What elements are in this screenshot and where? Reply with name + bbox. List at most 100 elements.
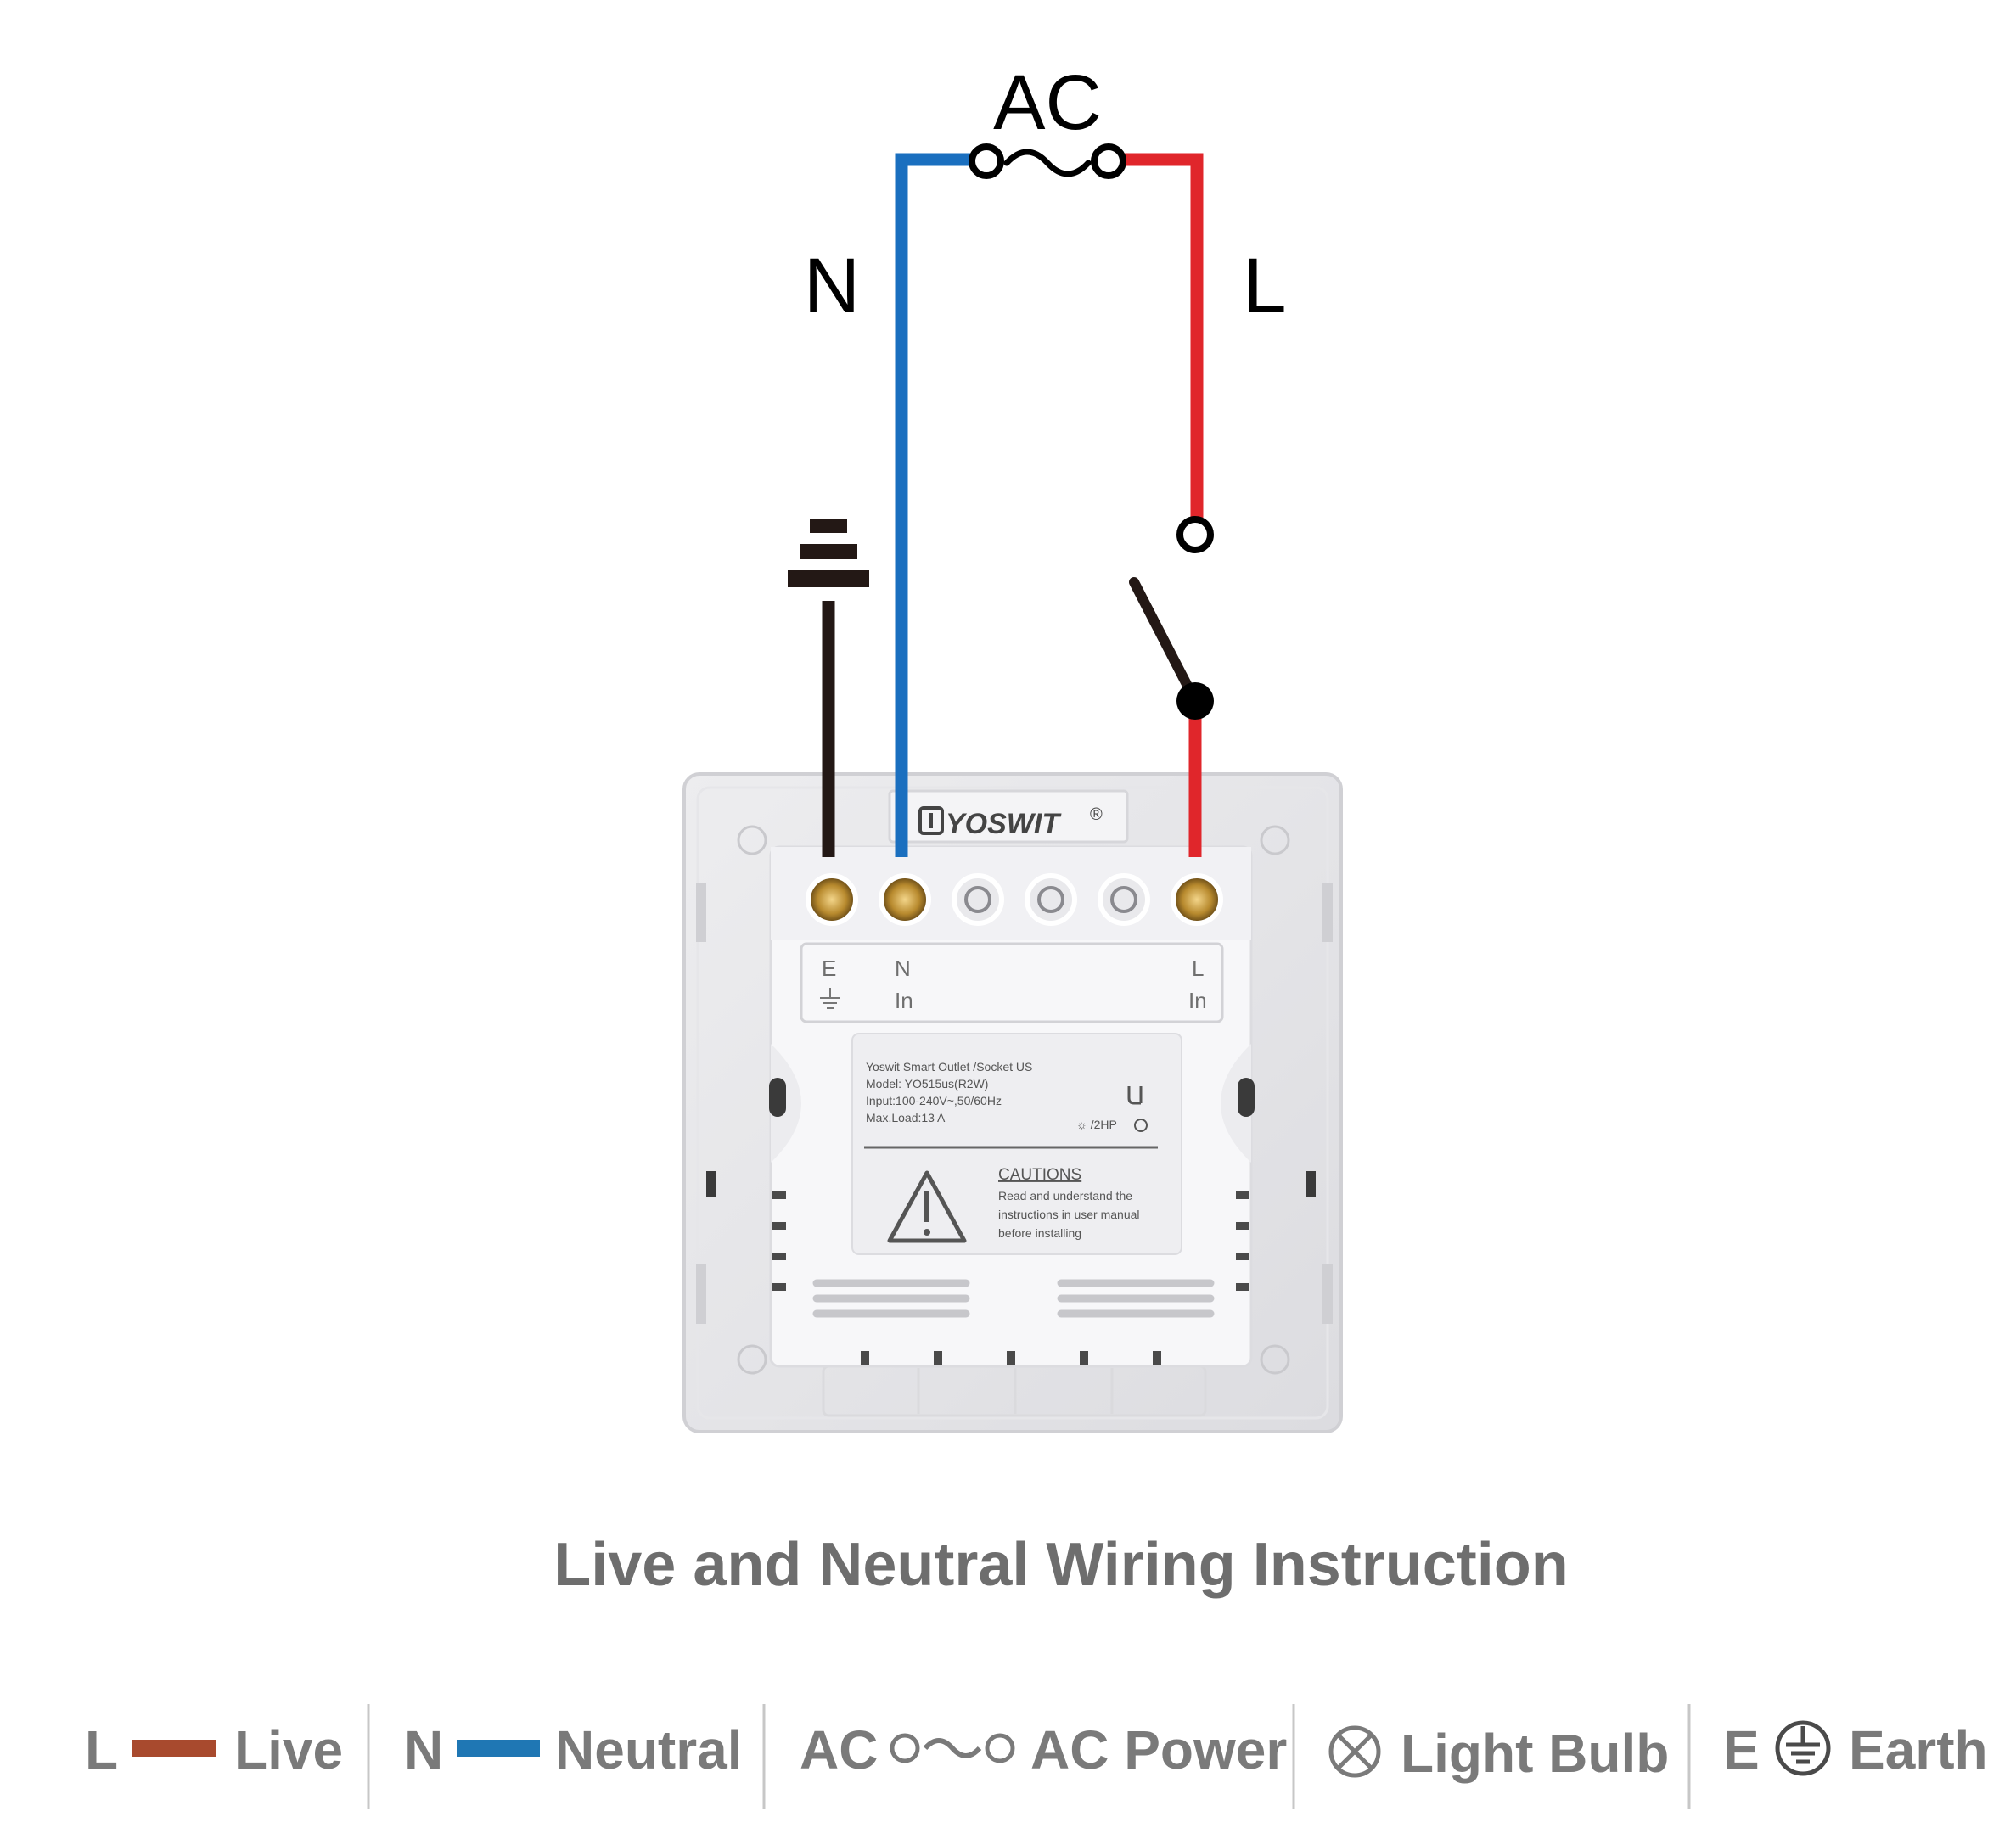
brand-logo: YOSWIT ®: [918, 805, 1103, 840]
legend-neutral-text: Neutral: [555, 1719, 743, 1780]
terminal-label-n: N: [895, 956, 911, 981]
terminal-screw: [1025, 873, 1077, 926]
mounting-lobe-shape: [1221, 1044, 1251, 1163]
product-info-rating: ☼ /2HP: [1076, 1118, 1117, 1131]
terminal-label-l-in: In: [1188, 988, 1207, 1013]
mounting-slot: [769, 1078, 786, 1117]
side-clip: [696, 1264, 706, 1324]
legend-item-neutral: N Neutral: [404, 1719, 743, 1780]
side-vent-slot: [772, 1191, 786, 1199]
product-info-line: Input:100-240V~,50/60Hz: [866, 1094, 1002, 1107]
legend-earth-letter: E: [1723, 1719, 1760, 1780]
side-vent-slot: [1236, 1191, 1249, 1199]
ac-label: AC: [993, 59, 1102, 146]
legend-earth-text: Earth: [1849, 1719, 1988, 1780]
legend-ac-letter: AC: [800, 1719, 878, 1780]
terminal-label-l: L: [1192, 956, 1204, 981]
side-slot: [1306, 1171, 1316, 1197]
ground-symbol-bar: [800, 544, 857, 559]
terminal-label-e: E: [822, 956, 836, 981]
switch-icon: [1129, 516, 1214, 720]
bottom-notch: [1007, 1351, 1015, 1365]
bottom-notch: [1153, 1351, 1161, 1365]
plate-screw-hole: [1260, 825, 1290, 855]
terminal-screw-neutral: [879, 873, 931, 926]
switch-contact-open: [1176, 516, 1214, 553]
side-vent-slot: [772, 1222, 786, 1230]
terminal-screw: [1037, 886, 1064, 913]
cert-mark-icon: [1127, 1086, 1143, 1105]
legend-bulb-text: Light Bulb: [1401, 1723, 1669, 1784]
caution-title: CAUTIONS: [998, 1166, 1081, 1184]
legend-neutral-swatch: [457, 1740, 540, 1757]
side-vent-slot: [772, 1283, 786, 1291]
legend-ac-icon: [890, 1733, 1015, 1763]
wiring: AC N L: [788, 59, 1287, 857]
live-label: L: [1243, 243, 1286, 329]
terminal-screw-live: [1171, 873, 1223, 926]
legend-ac-terminal: [890, 1733, 920, 1763]
vent-grille-right: [1057, 1279, 1215, 1318]
plate-screw-hole: [737, 825, 767, 855]
caution-line: Read and understand the: [998, 1189, 1132, 1203]
ground-symbol-bar: [810, 519, 847, 533]
legend-ac-text: AC Power: [1030, 1719, 1287, 1780]
side-vent-slot: [1236, 1222, 1249, 1230]
face-plate-inner: [696, 786, 1329, 1420]
plate-screw-hole: [737, 1344, 767, 1375]
side-clip: [1322, 883, 1333, 942]
mounting-slot: [1238, 1078, 1255, 1117]
terminal-earth-icon: [820, 988, 840, 1009]
legend-item-live: L Live: [85, 1719, 343, 1780]
legend-neutral-letter: N: [404, 1719, 443, 1780]
terminal-screw: [964, 886, 991, 913]
mounting-lobe-left: [769, 1044, 801, 1163]
ac-terminal: [969, 143, 1004, 179]
legend-ac-wave: [923, 1738, 982, 1758]
page-title: Live and Neutral Wiring Instruction: [553, 1531, 1568, 1599]
brand-logo-mark: [918, 806, 944, 835]
caution-dot: [924, 1229, 930, 1236]
bottom-notch: [861, 1351, 869, 1365]
light-bulb-cross: [1336, 1733, 1373, 1770]
ac-source-icon: [969, 143, 1126, 179]
side-vent-slot: [772, 1253, 786, 1260]
product-info-line: Model: YO515us(R2W): [866, 1077, 988, 1091]
vent-grille-left: [812, 1279, 970, 1318]
legend-ac-terminal: [985, 1733, 1015, 1763]
legend-item-ac: AC AC Power: [800, 1719, 1287, 1780]
side-clip: [1322, 1264, 1333, 1324]
terminal-screw-earth: [806, 873, 858, 926]
brand-registered-mark: ®: [1090, 805, 1103, 824]
terminal-screw: [952, 873, 1004, 926]
product-info-label: [851, 1033, 1182, 1255]
ac-terminal: [1091, 143, 1126, 179]
mounting-lobe-right: [1221, 1044, 1255, 1163]
approval-mark-icon: [1134, 1119, 1148, 1132]
light-bulb-icon: [1328, 1725, 1381, 1778]
side-vents: [772, 1191, 1249, 1291]
side-slot: [706, 1171, 716, 1197]
plate-screw-hole: [1260, 1344, 1290, 1375]
caution-triangle-icon: [887, 1170, 967, 1243]
product-info-line: Max.Load:13 A: [866, 1111, 946, 1124]
side-clip: [696, 883, 706, 942]
legend: L Live N Neutral AC AC Power: [85, 1704, 1988, 1809]
legend-item-bulb: Light Bulb: [1328, 1723, 1669, 1784]
legend-live-text: Live: [234, 1719, 343, 1780]
caution-line: before installing: [998, 1226, 1081, 1240]
side-vent-slot: [1236, 1283, 1249, 1291]
ground-symbol-bar: [788, 570, 869, 587]
terminal-label-n-in: In: [895, 988, 913, 1013]
switch-lever: [1129, 577, 1197, 699]
side-vent-slot: [1236, 1253, 1249, 1260]
socket-device: YOSWIT ® E N In L In: [682, 772, 1343, 1433]
bottom-notch: [1080, 1351, 1088, 1365]
ground-symbol-icon: [788, 519, 869, 587]
earth-icon-circle: [1775, 1720, 1831, 1776]
terminal-screw: [1110, 886, 1137, 913]
terminal-screws: [806, 873, 1223, 926]
legend-live-swatch: [132, 1740, 216, 1757]
